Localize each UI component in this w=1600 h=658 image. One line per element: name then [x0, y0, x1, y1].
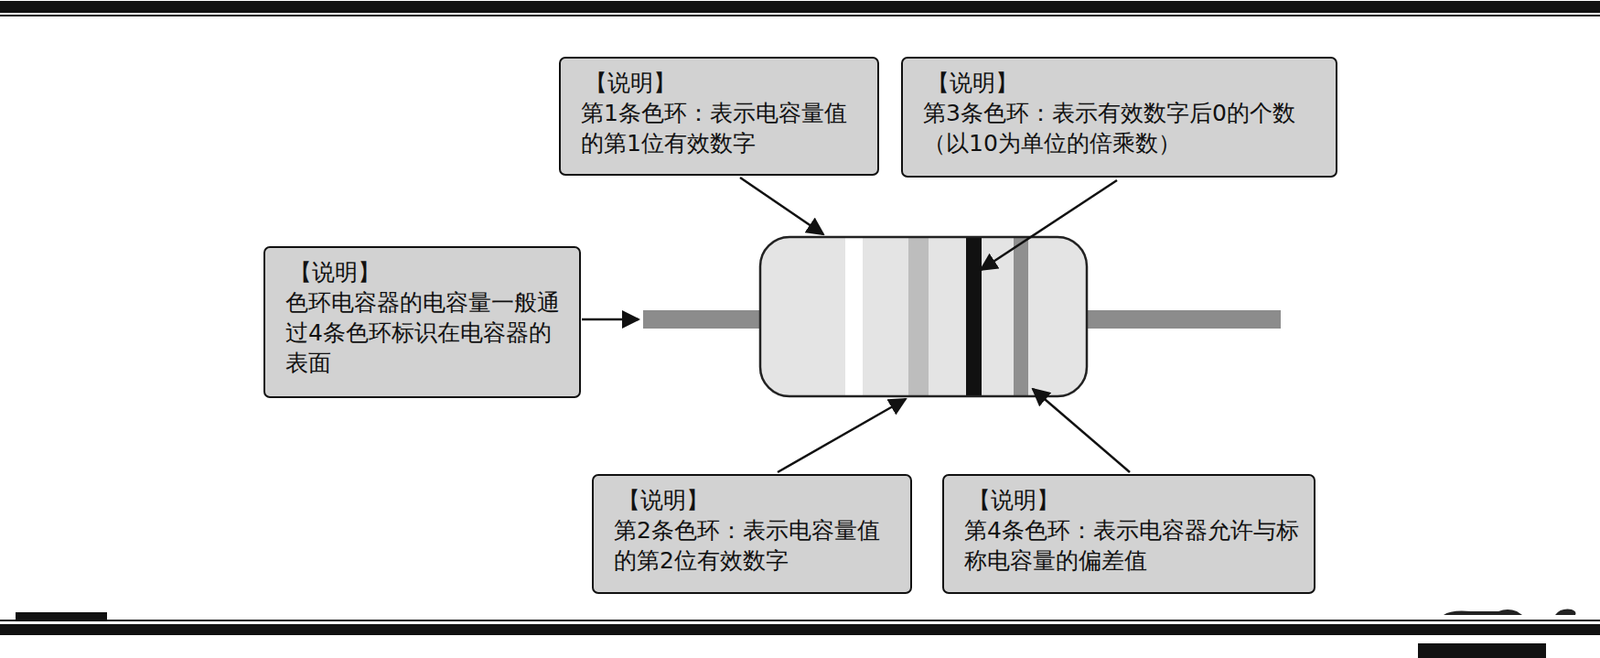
capacitor-outline [760, 236, 1087, 397]
note-body: 第3条色环：表示有效数字后0的个数（以10为单位的倍乘数） [923, 97, 1323, 159]
note-heading: 【说明】 [967, 484, 1301, 516]
note-heading: 【说明】 [584, 67, 865, 98]
corner-smudge [1443, 609, 1523, 615]
bottom-line [0, 619, 1600, 622]
capacitor-body [760, 236, 1087, 397]
color-band [908, 236, 929, 397]
note-box: 【说明】第2条色环：表示电容量值的第2位有效数字 [591, 473, 913, 594]
note-box: 【说明】色环电容器的电容量一般通过4条色环标识在电容器的表面 [263, 246, 581, 398]
note-box: 【说明】第1条色环：表示电容量值的第1位有效数字 [558, 56, 880, 176]
leader-arrow [1032, 388, 1130, 473]
leader-arrow [777, 398, 906, 473]
corner-mark [1417, 643, 1547, 658]
note-body: 第2条色环：表示电容量值的第2位有效数字 [613, 515, 898, 576]
note-heading: 【说明】 [289, 257, 567, 288]
top-line [0, 14, 1600, 17]
corner-mark [15, 612, 108, 620]
top-bar [0, 0, 1600, 13]
leader-arrow [740, 177, 824, 235]
corner-smudge [1555, 609, 1577, 615]
leader-arrow [581, 318, 639, 322]
note-box: 【说明】第4条色环：表示电容器允许与标称电容量的偏差值 [942, 473, 1316, 594]
note-heading: 【说明】 [617, 484, 898, 516]
color-band [1013, 236, 1029, 397]
bottom-bar [0, 623, 1600, 635]
color-band [845, 236, 863, 397]
note-body: 色环电容器的电容量一般通过4条色环标识在电容器的表面 [285, 287, 567, 378]
note-body: 第4条色环：表示电容器允许与标称电容量的偏差值 [964, 515, 1301, 576]
note-body: 第1条色环：表示电容量值的第1位有效数字 [580, 97, 865, 159]
color-band [966, 236, 982, 397]
note-box: 【说明】第3条色环：表示有效数字后0的个数（以10为单位的倍乘数） [901, 56, 1338, 178]
capacitor-lead [1084, 310, 1281, 329]
note-heading: 【说明】 [926, 67, 1323, 98]
capacitor-lead [643, 310, 763, 329]
leader-arrow [980, 180, 1117, 270]
